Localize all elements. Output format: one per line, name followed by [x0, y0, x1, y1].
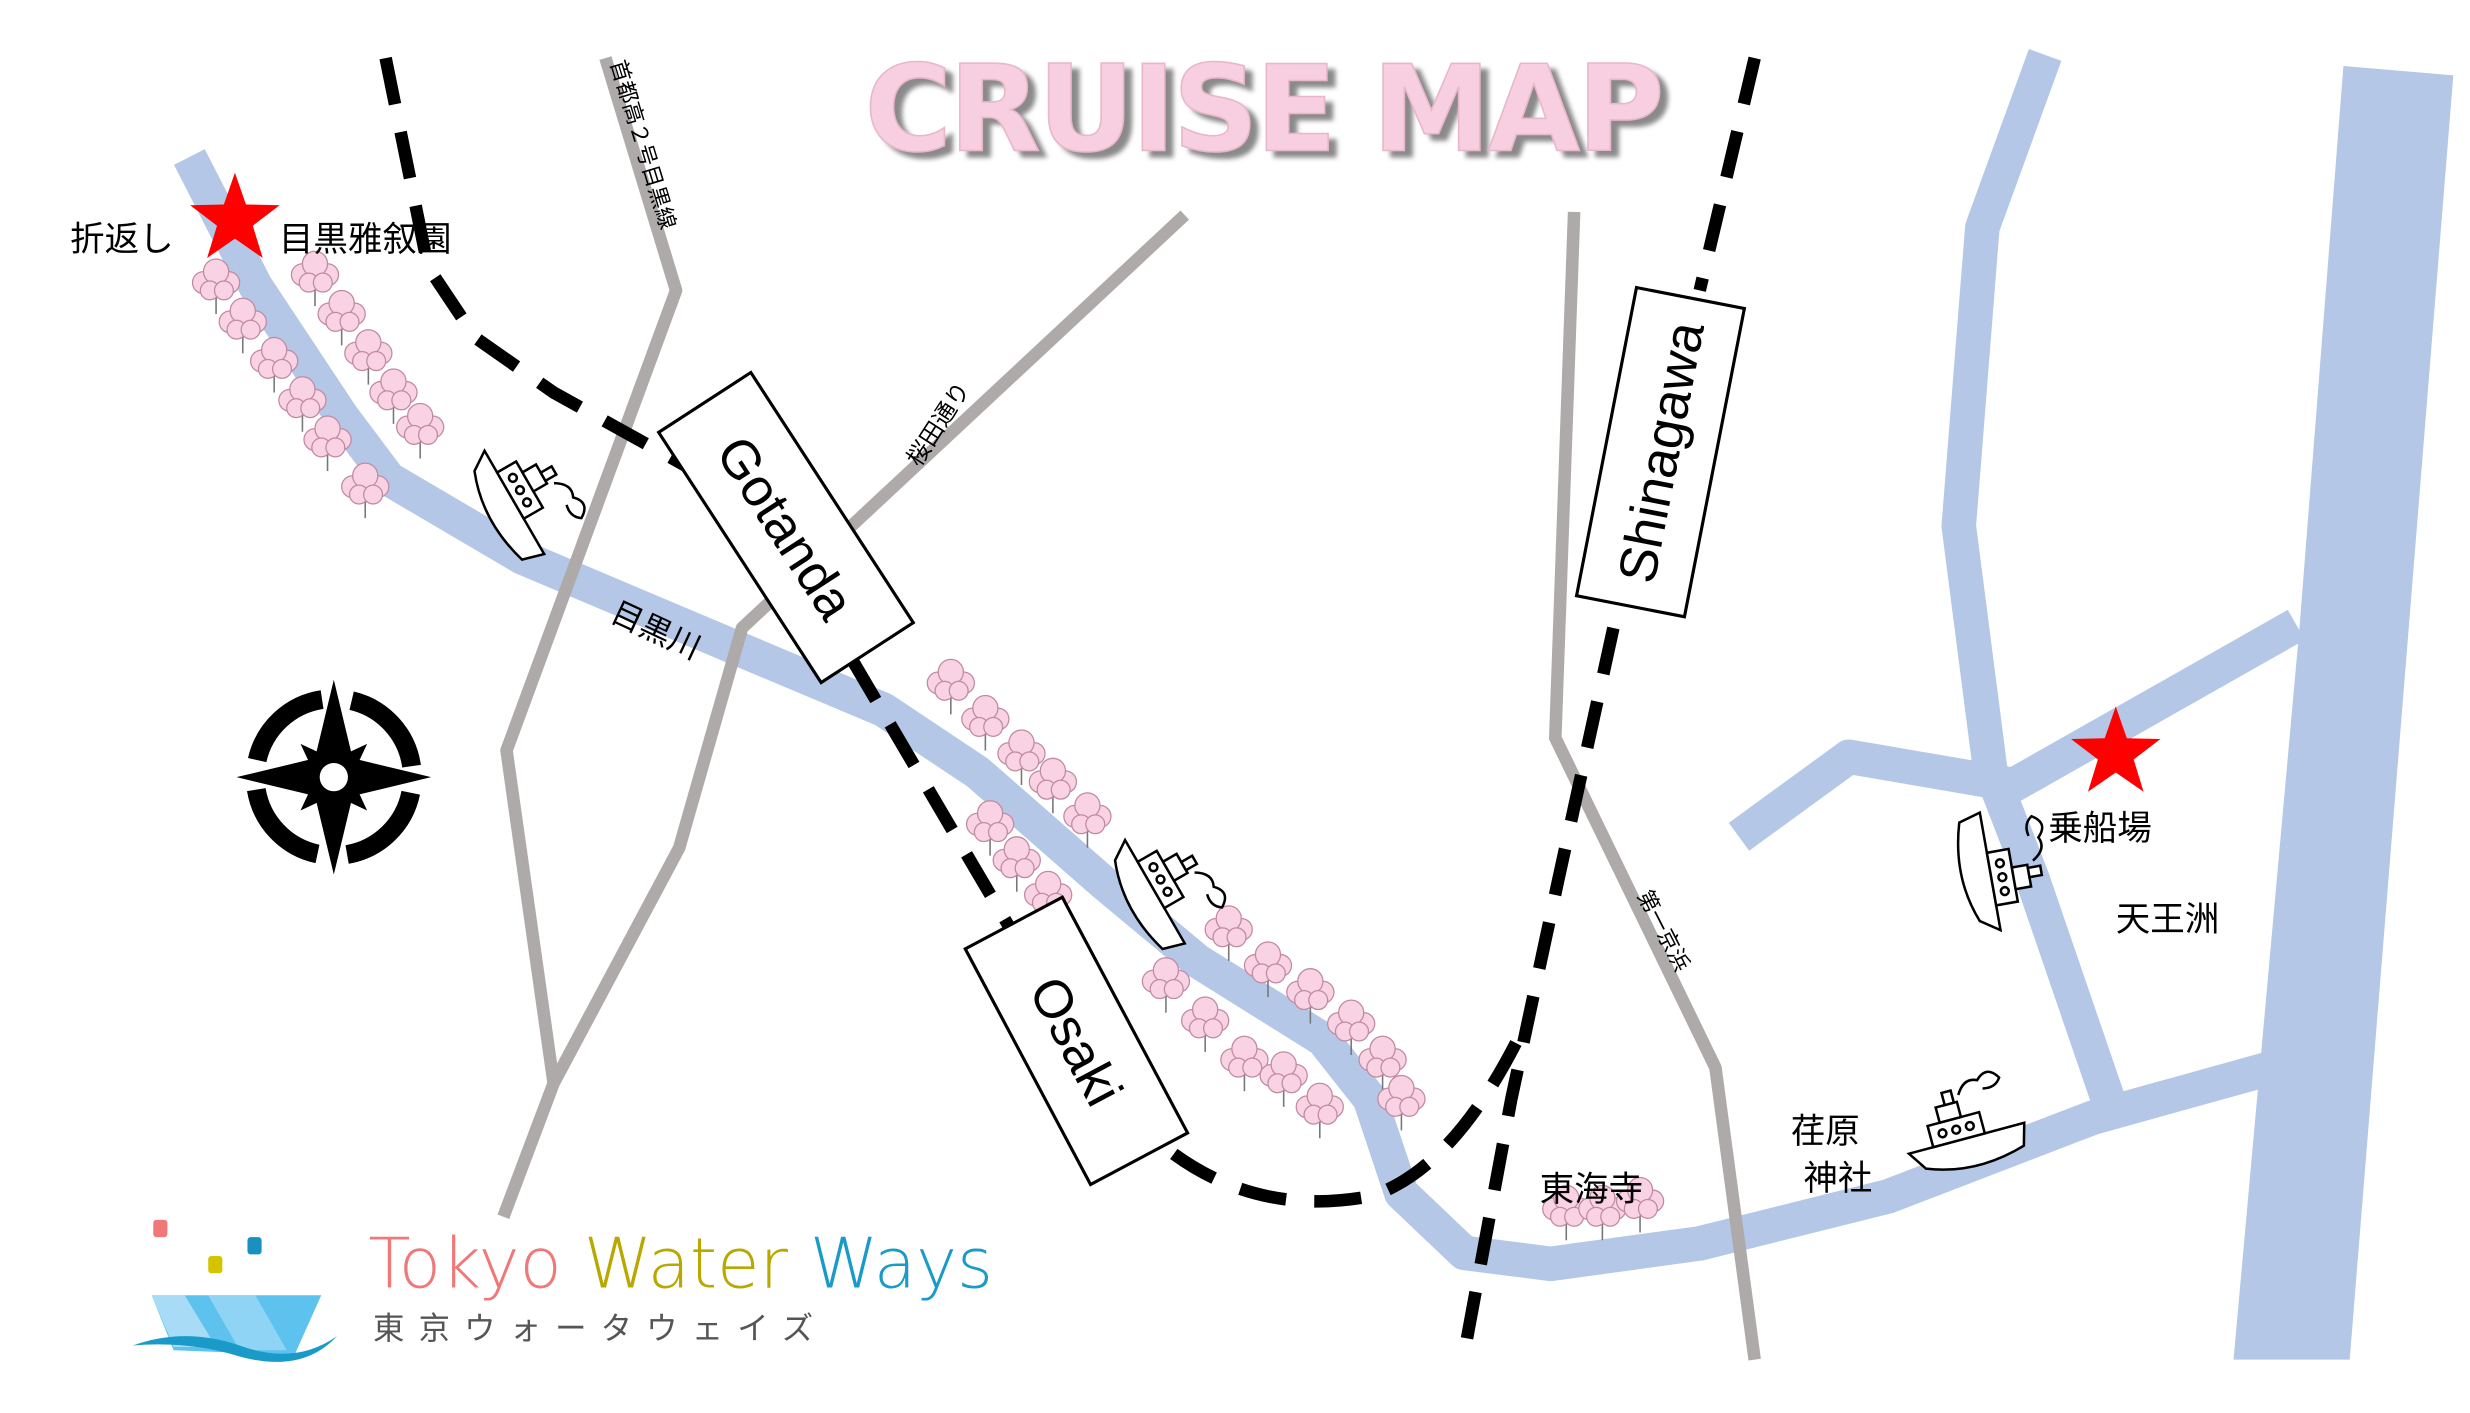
railways — [379, 56, 1761, 1355]
label-ebara-1: 荏原 — [1791, 1112, 1860, 1152]
star-icon — [190, 172, 280, 258]
shinagawa-line-south — [1458, 626, 1620, 1355]
shutoko-road — [500, 56, 683, 1085]
yamanote-west — [379, 56, 698, 477]
label-shutoko: 首都高２号目黒線 — [604, 57, 679, 232]
yamanote-mid — [846, 656, 1015, 930]
label-pier: 乗船場 — [2048, 809, 2152, 849]
label-turnaround: 折返し — [70, 220, 174, 260]
label-meguro-gajoen: 目黒雅叙園 — [279, 220, 452, 260]
logo-text-jp: 東京ウォータウェイズ — [373, 1311, 827, 1347]
tokyo-water-ways-logo: Tokyo Water Ways 東京ウォータウェイズ — [132, 1219, 993, 1362]
sakurada-road — [497, 210, 1190, 1219]
roads — [497, 56, 1761, 1361]
map-title: CRUISE MAP — [864, 41, 1661, 180]
daiichi-keihin-road — [1549, 211, 1761, 1361]
star-icon — [2071, 706, 2161, 792]
logo-text-en: Tokyo Water Ways — [368, 1224, 993, 1304]
rivers — [174, 49, 2454, 1360]
label-ebara-2: 神社 — [1803, 1159, 1872, 1199]
tennozu-canal — [1941, 49, 2125, 1105]
shinagawa-line-north — [1693, 56, 1761, 292]
meguro-river — [174, 149, 2278, 1282]
big-river — [2233, 65, 2454, 1360]
label-tennozu: 天王洲 — [2116, 900, 2220, 940]
upper-canal — [1728, 609, 2305, 851]
label-tokaiji: 東海寺 — [1540, 1170, 1644, 1210]
station-shinagawa: Shinagawa — [1574, 285, 1747, 619]
compass-icon — [236, 679, 432, 875]
